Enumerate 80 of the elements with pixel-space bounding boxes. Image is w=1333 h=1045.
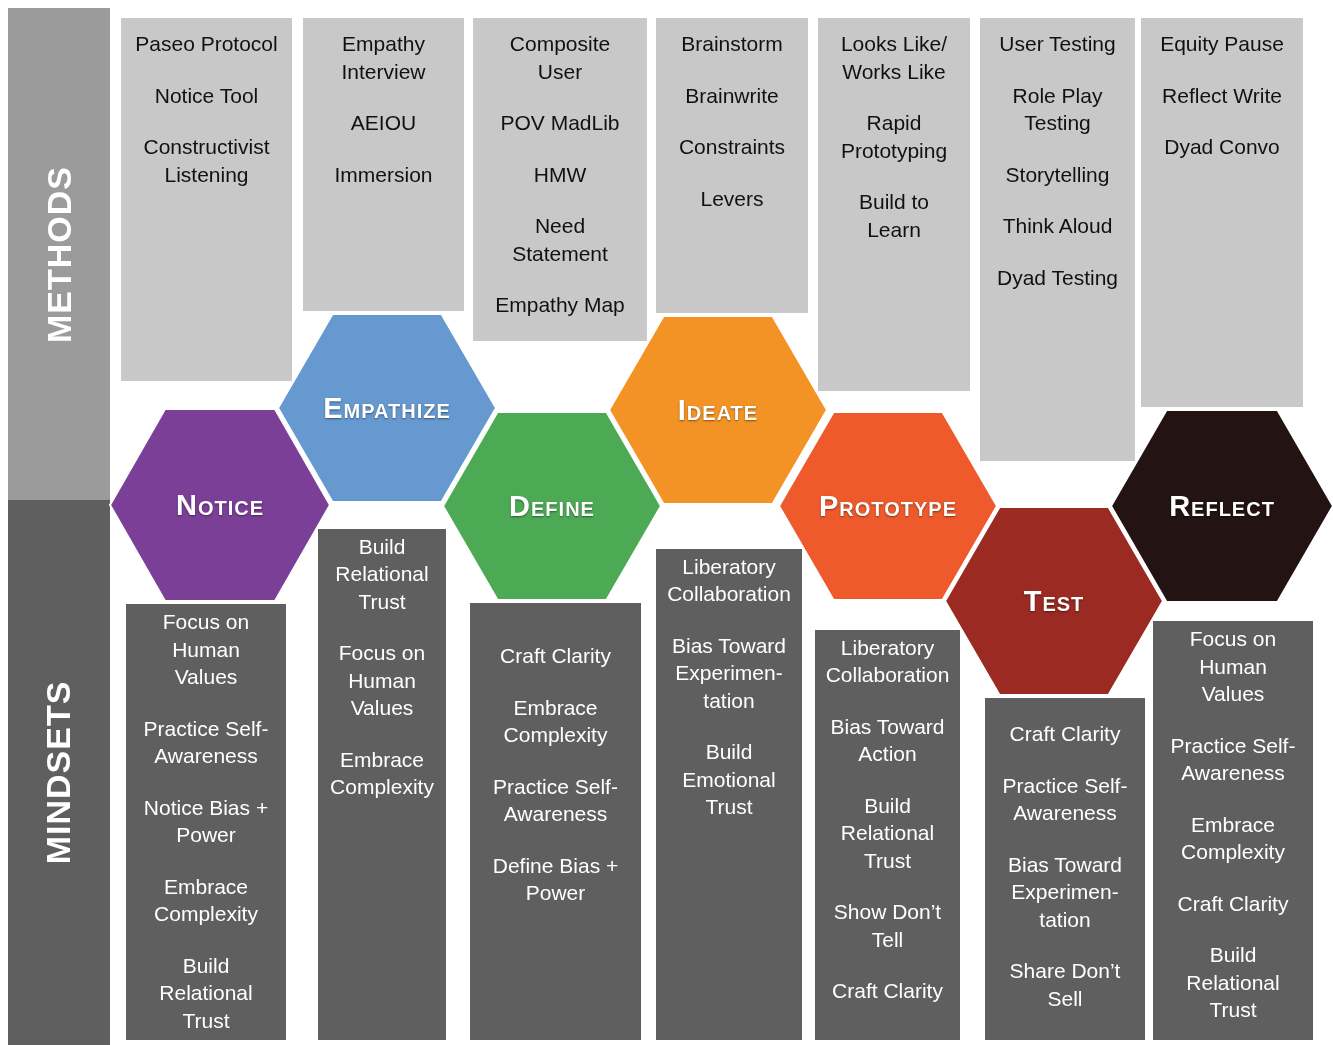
method-label: Reflect Write (1162, 82, 1282, 109)
row-heading: MINDSETS (39, 680, 79, 865)
method-label: Levers (700, 185, 764, 212)
method-label: Think Aloud (1002, 213, 1113, 239)
phase-label: Test (1023, 584, 1085, 618)
mindset-label: Share Don’t Sell (1008, 958, 1122, 1012)
phase-label: Define (509, 489, 595, 523)
mindset-label: Practice Self-Awareness (1170, 732, 1296, 787)
mindset-label: Bias Toward Experimen-tation (1007, 851, 1123, 933)
mindset-label: Show Don’t Tell (832, 899, 943, 953)
mindset-label: Craft Clarity (500, 643, 611, 669)
mindset-label: Focus on Human Values (161, 609, 251, 690)
mindsets-column (656, 548, 802, 1040)
mindset-label: Craft Clarity (832, 978, 943, 1005)
mindset-label: Bias Toward Action (829, 713, 946, 768)
mindsets-column (985, 698, 1145, 1040)
method-label: Paseo Protocol (135, 31, 278, 57)
mindset-label: Practice Self-Awareness (143, 715, 269, 769)
method-label: Notice Tool (154, 82, 259, 109)
mindset-label: Liberatory Collaboration (666, 553, 792, 608)
phase-label: Reflect (1169, 489, 1275, 523)
method-label: Empathy Interview (340, 31, 427, 85)
method-label: Dyad Testing (997, 264, 1118, 291)
mindsets-column (318, 528, 446, 1040)
mindset-label: Bias Toward Experimen-tation (671, 632, 787, 714)
mindset-label: Liberatory Collaboration (824, 634, 951, 689)
method-label: HMW (533, 161, 587, 188)
mindset-label: Practice Self-Awareness (1001, 772, 1129, 826)
mindset-label: Build Relational Trust (334, 533, 430, 615)
row-band (8, 8, 110, 500)
method-label: User Testing (999, 31, 1116, 57)
mindset-label: Craft Clarity (1177, 890, 1289, 917)
mindset-label: Notice Bias + Power (143, 794, 269, 848)
mindset-label: Embrace Complexity (153, 873, 259, 927)
method-label: Storytelling (1005, 161, 1110, 188)
methods-column (473, 18, 647, 342)
method-label: Need Statement (511, 213, 609, 267)
mindset-label: Build Relational Trust (839, 792, 936, 874)
method-label: Looks Like/ Works Like (839, 31, 949, 85)
methods-column (121, 18, 292, 381)
method-label: Brainwrite (685, 82, 779, 109)
phase-label: Prototype (819, 489, 957, 523)
methods-column (656, 18, 808, 313)
mindsets-column (126, 604, 286, 1040)
method-label: Build to Learn (857, 189, 930, 243)
method-label: Empathy Map (495, 292, 625, 318)
method-label: Role Play Testing (1011, 82, 1104, 136)
method-label: Composite User (508, 31, 612, 85)
phase-label: Ideate (677, 393, 759, 427)
method-label: Constructivist Listening (142, 134, 271, 188)
mindset-label: Define Bias + Power (491, 852, 620, 906)
mindset-label: Build Emotional Trust (681, 739, 777, 821)
method-label: Rapid Prototyping (839, 110, 949, 164)
method-label: Dyad Convo (1164, 134, 1280, 160)
methods-column (1141, 18, 1303, 407)
mindset-label: Embrace Complexity (502, 694, 609, 748)
mindset-label: Embrace Complexity (1180, 811, 1286, 866)
row-band (8, 500, 110, 1045)
mindsets-column (815, 629, 960, 1040)
method-label: Constraints (678, 134, 786, 160)
phase-label: Notice (175, 488, 265, 522)
mindset-label: Build Relational Trust (1185, 942, 1281, 1024)
mindset-label: Embrace Complexity (329, 746, 435, 801)
mindset-label: Practice Self-Awareness (492, 773, 619, 827)
method-label: POV MadLib (500, 110, 620, 136)
mindset-label: Craft Clarity (1009, 721, 1121, 747)
phase-label: Empathize (323, 391, 451, 425)
row-heading: METHODS (39, 165, 79, 343)
mindset-label: Build Relational Trust (158, 952, 254, 1034)
mindset-label: Focus on Human Values (337, 640, 427, 722)
method-label: Brainstorm (681, 31, 783, 57)
method-label: Immersion (334, 161, 433, 188)
mindsets-column (470, 603, 641, 1040)
methods-column (818, 18, 970, 392)
method-label: Equity Pause (1160, 31, 1284, 57)
methods-column (980, 18, 1135, 462)
method-label: AEIOU (350, 110, 417, 136)
mindset-label: Focus on Human Values (1188, 626, 1278, 708)
mindsets-column (1153, 621, 1313, 1040)
methods-column (303, 18, 464, 311)
